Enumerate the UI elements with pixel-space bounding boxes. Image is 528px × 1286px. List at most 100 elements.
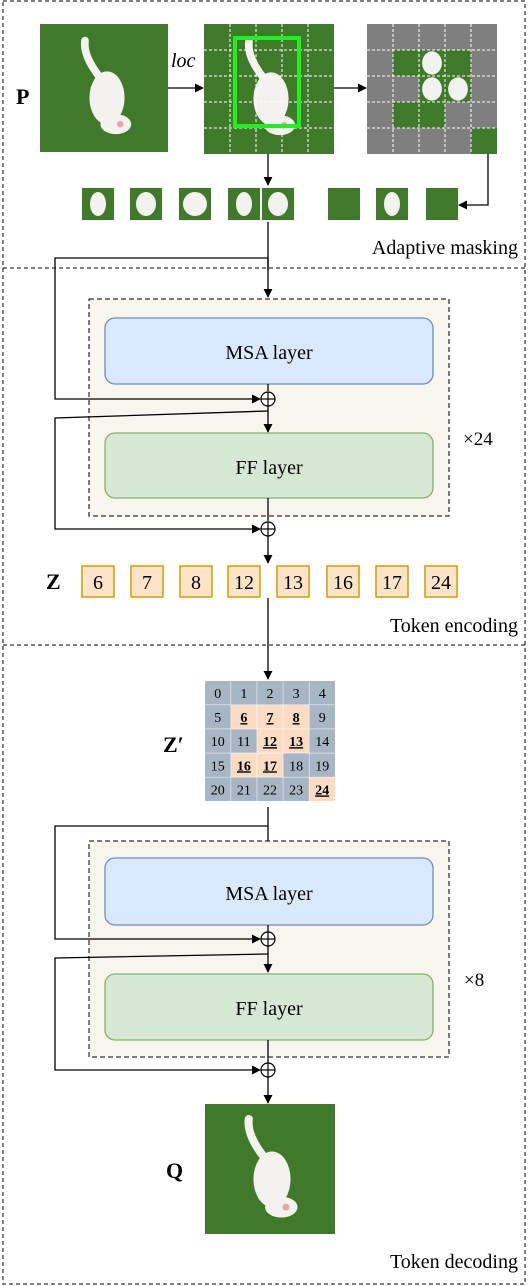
- grid-cell: 5: [205, 705, 231, 729]
- grid-cell-value: 22: [263, 783, 277, 798]
- encoder-ff-layer: [104, 432, 434, 499]
- encoder-ff-label: FF layer: [235, 457, 303, 479]
- visible-patches: [82, 188, 458, 220]
- grid-cell-value: 13: [289, 735, 303, 750]
- visible-patch: [228, 188, 260, 220]
- token-value: 6: [93, 572, 103, 594]
- grid-cell: 2: [257, 681, 283, 705]
- masked-visible-cell: [393, 50, 419, 76]
- token-box: 16: [326, 565, 360, 598]
- masked-visible-cell: [471, 128, 497, 154]
- grid-cell: 22: [257, 777, 283, 801]
- visible-patch: [262, 188, 294, 220]
- grid-cell: 1: [231, 681, 257, 705]
- grid-cell-value: 10: [211, 735, 225, 750]
- grid-cell-value: 24: [315, 783, 329, 798]
- token-value: 13: [283, 572, 303, 594]
- grid-cell-value: 11: [237, 735, 250, 750]
- grid-cell: 9: [309, 705, 335, 729]
- output-image: [205, 1104, 335, 1234]
- decoder-residual-add-1: [260, 931, 276, 947]
- visible-patch: [82, 188, 114, 220]
- visible-patch: [376, 188, 408, 220]
- masked-image: [367, 24, 497, 154]
- input-image: [40, 24, 168, 152]
- masked-visible-cell: [419, 102, 445, 128]
- visible-patch: [130, 188, 162, 220]
- grid-cell-value: 0: [214, 687, 221, 702]
- grid-cell-value: 6: [240, 711, 247, 726]
- section-title-token-decoding: Token decoding: [390, 1251, 518, 1273]
- token-value: 24: [431, 572, 451, 594]
- encoder-skip-2: [54, 410, 269, 534]
- grid-cell: 13: [283, 729, 309, 753]
- grid-cell-value: 4: [319, 687, 326, 702]
- grid-cell: 21: [231, 777, 257, 801]
- decoder-msa-label: MSA layer: [225, 883, 313, 905]
- visible-patch: [426, 188, 458, 220]
- decoder-skip-2: [54, 953, 269, 1075]
- encoder-residual-add-1: [260, 391, 276, 407]
- section-title-token-encoding: Token encoding: [390, 615, 518, 637]
- grid-cell-value: 7: [267, 711, 274, 726]
- output-label-q: Q: [166, 1158, 183, 1183]
- masked-visible-cell: [393, 102, 419, 128]
- grid-cell: 18: [283, 753, 309, 777]
- grid-cell: 3: [283, 681, 309, 705]
- visible-patch: [328, 188, 360, 220]
- token-box: 13: [276, 565, 310, 598]
- token-value: 12: [234, 572, 254, 594]
- grid-cell: 7: [257, 705, 283, 729]
- arrow-masked-to-patches: [458, 154, 489, 210]
- decoder-repeat-label: ×8: [464, 970, 484, 991]
- z-label: Z: [46, 569, 61, 594]
- encoder-msa-label: MSA layer: [225, 342, 313, 364]
- grid-cell: 20: [205, 777, 231, 801]
- section-title-adaptive-masking: Adaptive masking: [372, 237, 518, 259]
- grid-cell: 14: [309, 729, 335, 753]
- encoder-msa-layer: [104, 317, 434, 385]
- token-value: 7: [142, 572, 152, 594]
- grid-cell: 11: [231, 729, 257, 753]
- decoder-skip-1: [54, 825, 268, 944]
- grid-cell: 10: [205, 729, 231, 753]
- grid-cell-value: 15: [211, 759, 225, 774]
- grid-cell-value: 21: [237, 783, 251, 798]
- grid-cell: 8: [283, 705, 309, 729]
- masked-visible-cell: [445, 50, 471, 76]
- input-label-p: P: [16, 84, 29, 109]
- decoder-ff-layer: [104, 973, 434, 1041]
- token-box: 6: [81, 565, 115, 598]
- loc-bounding-box: [233, 36, 301, 128]
- grid-cell-value: 16: [237, 759, 251, 774]
- grid-cell: 16: [231, 753, 257, 777]
- token-box: 8: [179, 565, 213, 598]
- token-value: 17: [382, 572, 402, 594]
- grid-cell: 12: [257, 729, 283, 753]
- grid-cell-value: 3: [293, 687, 300, 702]
- grid-cell-value: 18: [289, 759, 303, 774]
- grid-cell: 15: [205, 753, 231, 777]
- grid-cell-value: 5: [214, 711, 221, 726]
- grid-cell: 23: [283, 777, 309, 801]
- grid-cell: 24: [309, 777, 335, 801]
- grid-image: [204, 24, 334, 154]
- grid-cell-value: 12: [263, 735, 277, 750]
- encoder-repeat-label: ×24: [463, 429, 493, 450]
- token-box: 12: [227, 565, 261, 598]
- token-value: 8: [191, 572, 201, 594]
- token-box: 24: [424, 565, 458, 598]
- decoder-residual-add-2: [260, 1062, 276, 1078]
- token-box: 17: [375, 565, 409, 598]
- grid-cell: 6: [231, 705, 257, 729]
- zprime-label: Z′: [163, 732, 184, 757]
- decoder-msa-layer: [104, 857, 434, 926]
- grid-cell-value: 19: [315, 759, 329, 774]
- grid-cell: 19: [309, 753, 335, 777]
- grid-cell-value: 20: [211, 783, 225, 798]
- encoder-skip-1: [54, 257, 269, 404]
- grid-cell-value: 8: [293, 711, 300, 726]
- decoder-ff-label: FF layer: [235, 998, 303, 1020]
